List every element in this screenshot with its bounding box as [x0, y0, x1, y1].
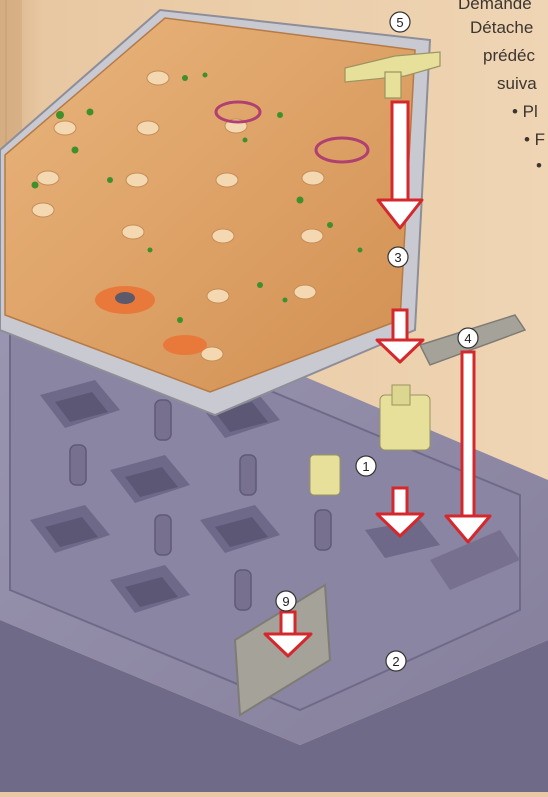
callout-4: 4 — [458, 328, 478, 348]
callout-5: 5 — [390, 12, 410, 32]
fleck — [358, 248, 363, 253]
instruction-line: • Pl — [512, 102, 538, 122]
instruction-line: Détache — [470, 18, 533, 38]
fleck — [327, 222, 333, 228]
token-large-top — [392, 385, 410, 405]
callout-4-label: 4 — [464, 331, 471, 346]
callout-3: 3 — [388, 247, 408, 267]
fleck — [177, 317, 183, 323]
fleck — [277, 112, 283, 118]
hole — [147, 71, 169, 85]
hole — [37, 171, 59, 185]
fleck — [32, 182, 39, 189]
callout-9: 9 — [276, 591, 296, 611]
callout-2-label: 2 — [392, 654, 399, 669]
fleck — [72, 147, 79, 154]
carrot-slice — [163, 335, 207, 355]
fleck — [182, 75, 188, 81]
hole — [302, 171, 324, 185]
key-stem — [385, 72, 401, 98]
peg — [315, 510, 331, 550]
arrow-shaft — [393, 310, 407, 340]
fleck — [297, 197, 304, 204]
hole — [122, 225, 144, 239]
peg — [70, 445, 86, 485]
fleck — [257, 282, 263, 288]
callout-1: 1 — [356, 456, 376, 476]
hole — [216, 173, 238, 187]
fleck — [148, 248, 153, 253]
arrow-shaft — [281, 612, 295, 634]
hole — [137, 121, 159, 135]
hole — [32, 203, 54, 217]
fleck — [107, 177, 113, 183]
peg — [235, 570, 251, 610]
hole — [212, 229, 234, 243]
instruction-line: suiva — [497, 74, 537, 94]
fleck — [87, 109, 94, 116]
arrow-shaft — [462, 352, 474, 518]
callout-9-label: 9 — [282, 594, 289, 609]
fleck — [243, 138, 248, 143]
hole — [126, 173, 148, 187]
arrow-shaft — [392, 102, 408, 202]
carrot-core — [115, 292, 135, 304]
peg — [155, 400, 171, 440]
callout-5-label: 5 — [396, 15, 403, 30]
instruction-line: Demande — [458, 0, 532, 14]
fleck — [56, 111, 64, 119]
peg — [155, 515, 171, 555]
callout-2: 2 — [386, 651, 406, 671]
hole — [54, 121, 76, 135]
fleck — [203, 73, 208, 78]
callout-3-label: 3 — [394, 250, 401, 265]
callout-1-label: 1 — [362, 459, 369, 474]
hole — [301, 229, 323, 243]
instruction-line: prédéc — [483, 46, 535, 66]
arrow-shaft — [393, 488, 407, 514]
hole — [294, 285, 316, 299]
fleck — [283, 298, 288, 303]
token-small — [310, 455, 340, 495]
hole — [207, 289, 229, 303]
instruction-line: • F — [524, 130, 545, 150]
instruction-line: • — [536, 156, 542, 176]
peg — [240, 455, 256, 495]
